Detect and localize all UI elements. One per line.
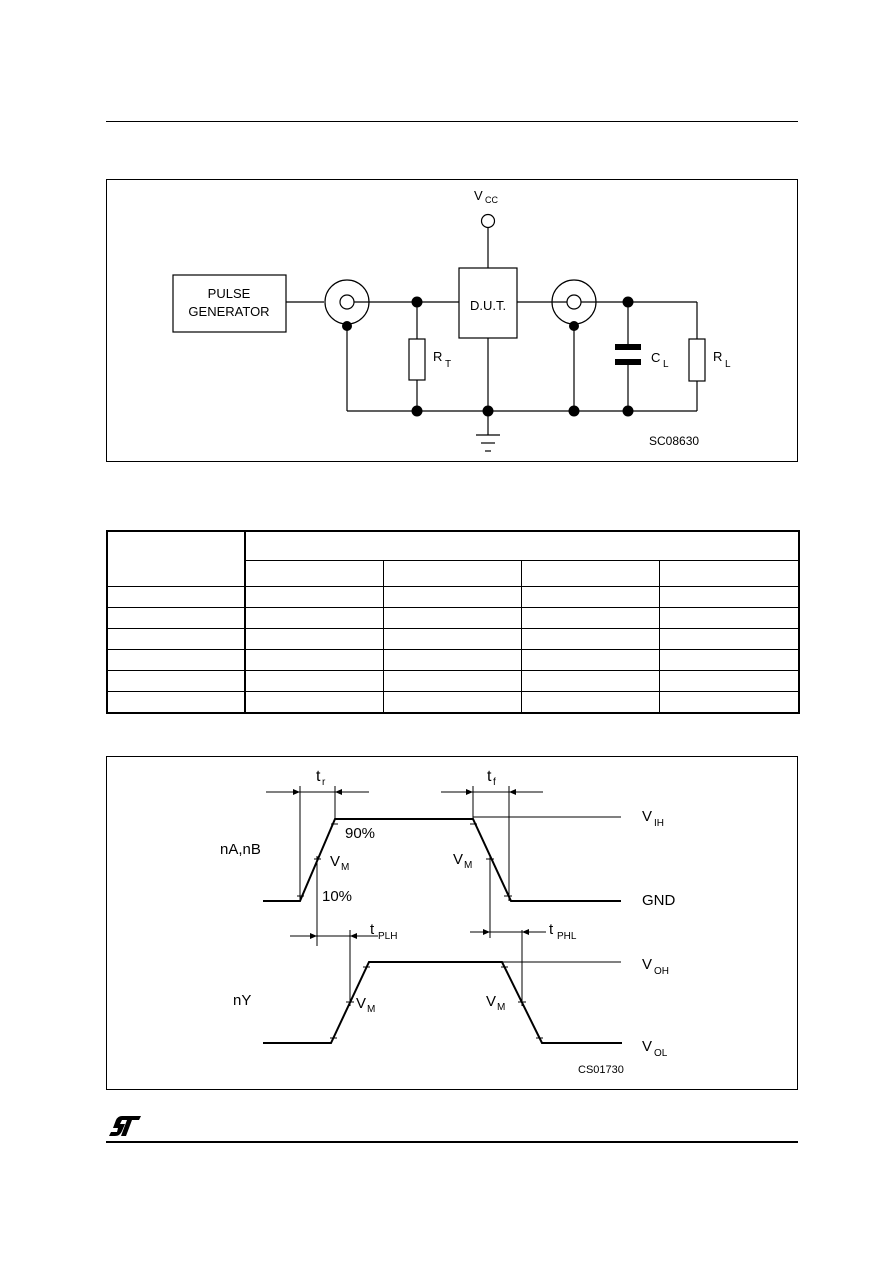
vcc-label: V [474, 188, 483, 203]
tf-label: t [487, 768, 492, 785]
voh-label: V [642, 956, 652, 973]
table-subheader-cell [244, 559, 384, 587]
rl-subscript: L [725, 359, 731, 370]
table-row [106, 628, 800, 651]
tphl-subscript: PHL [557, 931, 577, 942]
vm-label-rise-out: V [356, 995, 366, 1012]
test-circuit-diagram: V CC PULSE GENERATOR D.U.T. R T C L R L … [171, 188, 731, 452]
table-subheader-cell [520, 559, 660, 587]
vol-subscript: OL [654, 1048, 668, 1059]
tphl-label: t [549, 921, 554, 938]
vm-label-rise-in: V [330, 853, 340, 870]
vol-label: V [642, 1038, 652, 1055]
table-subheader-cell [382, 559, 522, 587]
vih-label: V [642, 808, 652, 825]
tplh-label: t [370, 921, 375, 938]
table-header-cell [106, 530, 246, 587]
tplh-subscript: PLH [378, 931, 397, 942]
vm-sub-rise-out: M [367, 1004, 375, 1015]
tf-subscript: f [493, 777, 496, 788]
vm-label-fall-in: V [453, 851, 463, 868]
generator-label-line1: PULSE [207, 286, 250, 301]
output-label: nY [233, 992, 251, 1009]
waveform-diagram: t r t f 90% 10% nA,nB nY V M V M V M V M… [220, 768, 676, 1076]
rt-label: R [433, 349, 442, 364]
input-label: nA,nB [220, 841, 261, 858]
voh-subscript: OH [654, 966, 669, 977]
tr-label: t [316, 768, 321, 785]
table-row [106, 606, 800, 630]
tr-subscript: r [322, 777, 326, 788]
st-logo-icon [109, 1116, 141, 1136]
cl-subscript: L [663, 359, 669, 370]
table-header-span [244, 530, 800, 561]
test-conditions-table [106, 530, 800, 714]
table-row [106, 691, 800, 714]
vm-label-fall-out: V [486, 993, 496, 1010]
rt-subscript: T [445, 359, 451, 370]
cl-label: C [651, 350, 660, 365]
vcc-subscript: CC [485, 195, 498, 205]
waveform-panel: t r t f 90% 10% nA,nB nY V M V M V M V M… [106, 756, 798, 1090]
vm-sub-fall-in: M [464, 860, 472, 871]
ten-percent-label: 10% [322, 888, 352, 905]
vm-sub-rise-in: M [341, 862, 349, 873]
vih-subscript: IH [654, 818, 664, 829]
rl-label: R [713, 349, 722, 364]
table-row [106, 649, 800, 672]
generator-label-line2: GENERATOR [188, 304, 269, 319]
gnd-label: GND [642, 892, 676, 909]
vm-sub-fall-out: M [497, 1002, 505, 1013]
table-subheader-cell [658, 559, 800, 587]
dut-label: D.U.T. [469, 298, 505, 313]
waveform-code: CS01730 [578, 1064, 624, 1076]
ninety-percent-label: 90% [345, 825, 375, 842]
footer-rule [106, 1141, 798, 1143]
table-row [106, 670, 800, 693]
circuit-code: SC08630 [649, 434, 699, 448]
test-circuit-panel: V CC PULSE GENERATOR D.U.T. R T C L R L … [106, 179, 798, 462]
table-row [106, 585, 800, 608]
header-rule [106, 121, 798, 122]
